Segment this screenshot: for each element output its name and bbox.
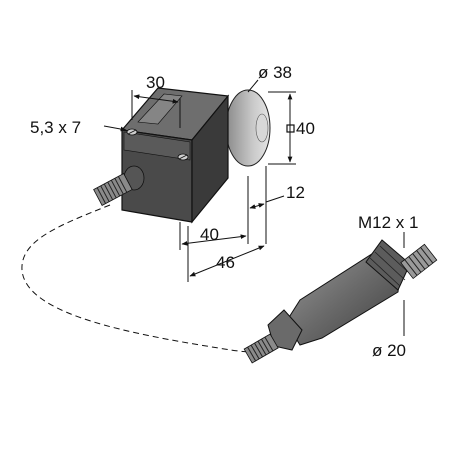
housing-slot-bracket — [123, 131, 191, 161]
mounting-hole-right — [177, 153, 189, 161]
label-length-46: 46 — [216, 253, 235, 272]
connector-cable-thread — [243, 333, 279, 364]
mounting-hole-left — [126, 128, 138, 136]
square-symbol-icon — [286, 124, 295, 133]
sensor-face — [225, 89, 271, 167]
label-square-40: 40 — [296, 119, 315, 138]
dim-square-40 — [268, 91, 296, 165]
connector-thread-tip — [400, 243, 438, 280]
label-length-40: 40 — [200, 225, 219, 244]
label-depth-12: 12 — [286, 183, 305, 202]
label-thread-m12: M12 x 1 — [358, 213, 418, 232]
dim-length-40 — [179, 222, 247, 250]
label-width-30: 30 — [146, 73, 165, 92]
dim-width-30 — [131, 90, 181, 128]
dim-slot — [103, 125, 127, 132]
label-diameter-20: ø 20 — [372, 341, 406, 360]
dim-diameter-38 — [247, 79, 259, 93]
m12-connector — [243, 239, 438, 364]
dim-depth-12 — [247, 166, 285, 244]
dim-length-46 — [187, 226, 265, 282]
housing-thread — [93, 173, 133, 206]
label-slot: 5,3 x 7 — [30, 118, 81, 137]
housing-side-face — [191, 94, 229, 224]
label-diameter-38: ø 38 — [258, 63, 292, 82]
sensor-housing — [120, 87, 230, 224]
